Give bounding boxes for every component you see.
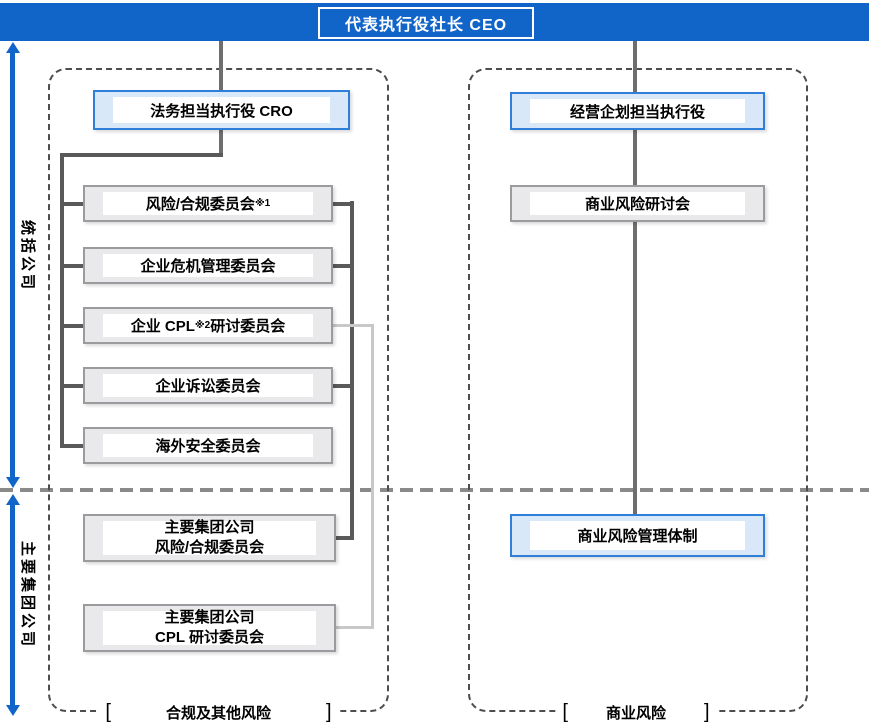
box-label: 企业 CPL <box>130 318 195 335</box>
box-litigation-committee: 企业诉讼委员会 <box>83 367 333 404</box>
box-label-line2: CPL 研讨委员会 <box>155 629 264 646</box>
connector-stub <box>336 536 350 540</box>
box-label: 经营企划担当执行役 <box>569 103 705 121</box>
box-business-risk-management-system: 商业风险管理体制 <box>510 514 765 557</box>
box-label: 企业诉讼委员会 <box>155 378 261 395</box>
connector-stub <box>60 444 85 448</box>
box-group-cpl-review-committee: 主要集团公司 CPL 研讨委员会 <box>83 604 336 652</box>
connector-right-rail-dark <box>350 201 354 540</box>
business-risk-group-caption: [ 商业风险 ] <box>468 699 804 725</box>
compliance-group-caption: [ 合规及其他风险 ] <box>48 699 389 725</box>
arrow-down-icon <box>5 477 20 488</box>
connector-stub-light <box>331 324 371 327</box>
connector-cro-rail <box>60 153 223 447</box>
connector-stub <box>60 202 85 206</box>
box-label: 商业风险研讨会 <box>584 196 690 213</box>
arrow-shaft <box>10 504 15 706</box>
box-business-risk-review-meeting: 商业风险研讨会 <box>510 185 765 222</box>
ceo-title: 代表执行役社长 CEO <box>344 17 508 34</box>
box-label-line1: 主要集团公司 <box>164 519 255 536</box>
box-label-line2: 风险/合规委员会 <box>154 539 265 556</box>
connector-stub-light <box>336 626 374 629</box>
arrow-shaft <box>10 52 15 478</box>
holding-company-span-arrow <box>5 42 20 488</box>
caption-text: 商业风险 <box>605 704 666 722</box>
box-label: 法务担当执行役 CRO <box>150 102 293 120</box>
connector-stub <box>60 264 85 268</box>
box-overseas-safety-committee: 海外安全委员会 <box>83 427 333 464</box>
box-group-risk-compliance-committee: 主要集团公司 风险/合规委员会 <box>83 514 336 562</box>
holding-company-label: 统括公司 <box>18 220 39 293</box>
section-divider-line <box>0 488 869 492</box>
box-risk-compliance-committee: 风险/合规委员会※1 <box>83 185 333 222</box>
box-label: 商业风险管理体制 <box>577 528 698 545</box>
box-corporate-planning-executive: 经营企划担当执行役 <box>510 92 765 130</box>
connector-right-rail-light <box>371 324 374 628</box>
box-label: 企业危机管理委员会 <box>140 258 276 275</box>
business-risk-group-frame <box>468 68 808 712</box>
connector-stub <box>331 202 350 206</box>
arrow-up-icon <box>5 42 20 53</box>
open-bracket: [ <box>562 700 568 723</box>
arrow-up-icon <box>5 494 20 505</box>
connector-stub <box>60 384 85 388</box>
box-label-line1: 主要集团公司 <box>164 609 255 626</box>
open-bracket: [ <box>105 700 111 723</box>
box-crisis-management-committee: 企业危机管理委员会 <box>83 247 333 284</box>
ceo-bar: 代表执行役社长 CEO <box>0 3 869 41</box>
close-bracket: ] <box>704 700 710 723</box>
ceo-title-box: 代表执行役社长 CEO <box>318 7 534 39</box>
box-legal-executive-cro: 法务担当执行役 CRO <box>93 90 350 130</box>
connector-stub <box>60 324 85 328</box>
connector-stub <box>331 384 350 388</box>
close-bracket: ] <box>326 700 332 723</box>
caption-text: 合规及其他风险 <box>165 704 271 722</box>
connector-ceo-to-business-risk <box>633 41 637 516</box>
arrow-down-icon <box>5 705 20 716</box>
box-label: 海外安全委员会 <box>155 438 261 455</box>
group-companies-span-arrow <box>5 494 20 716</box>
box-label: 风险/合规委员会 <box>145 196 255 213</box>
group-companies-label: 主要集团公司 <box>18 541 39 650</box>
connector-stub <box>331 264 350 268</box>
